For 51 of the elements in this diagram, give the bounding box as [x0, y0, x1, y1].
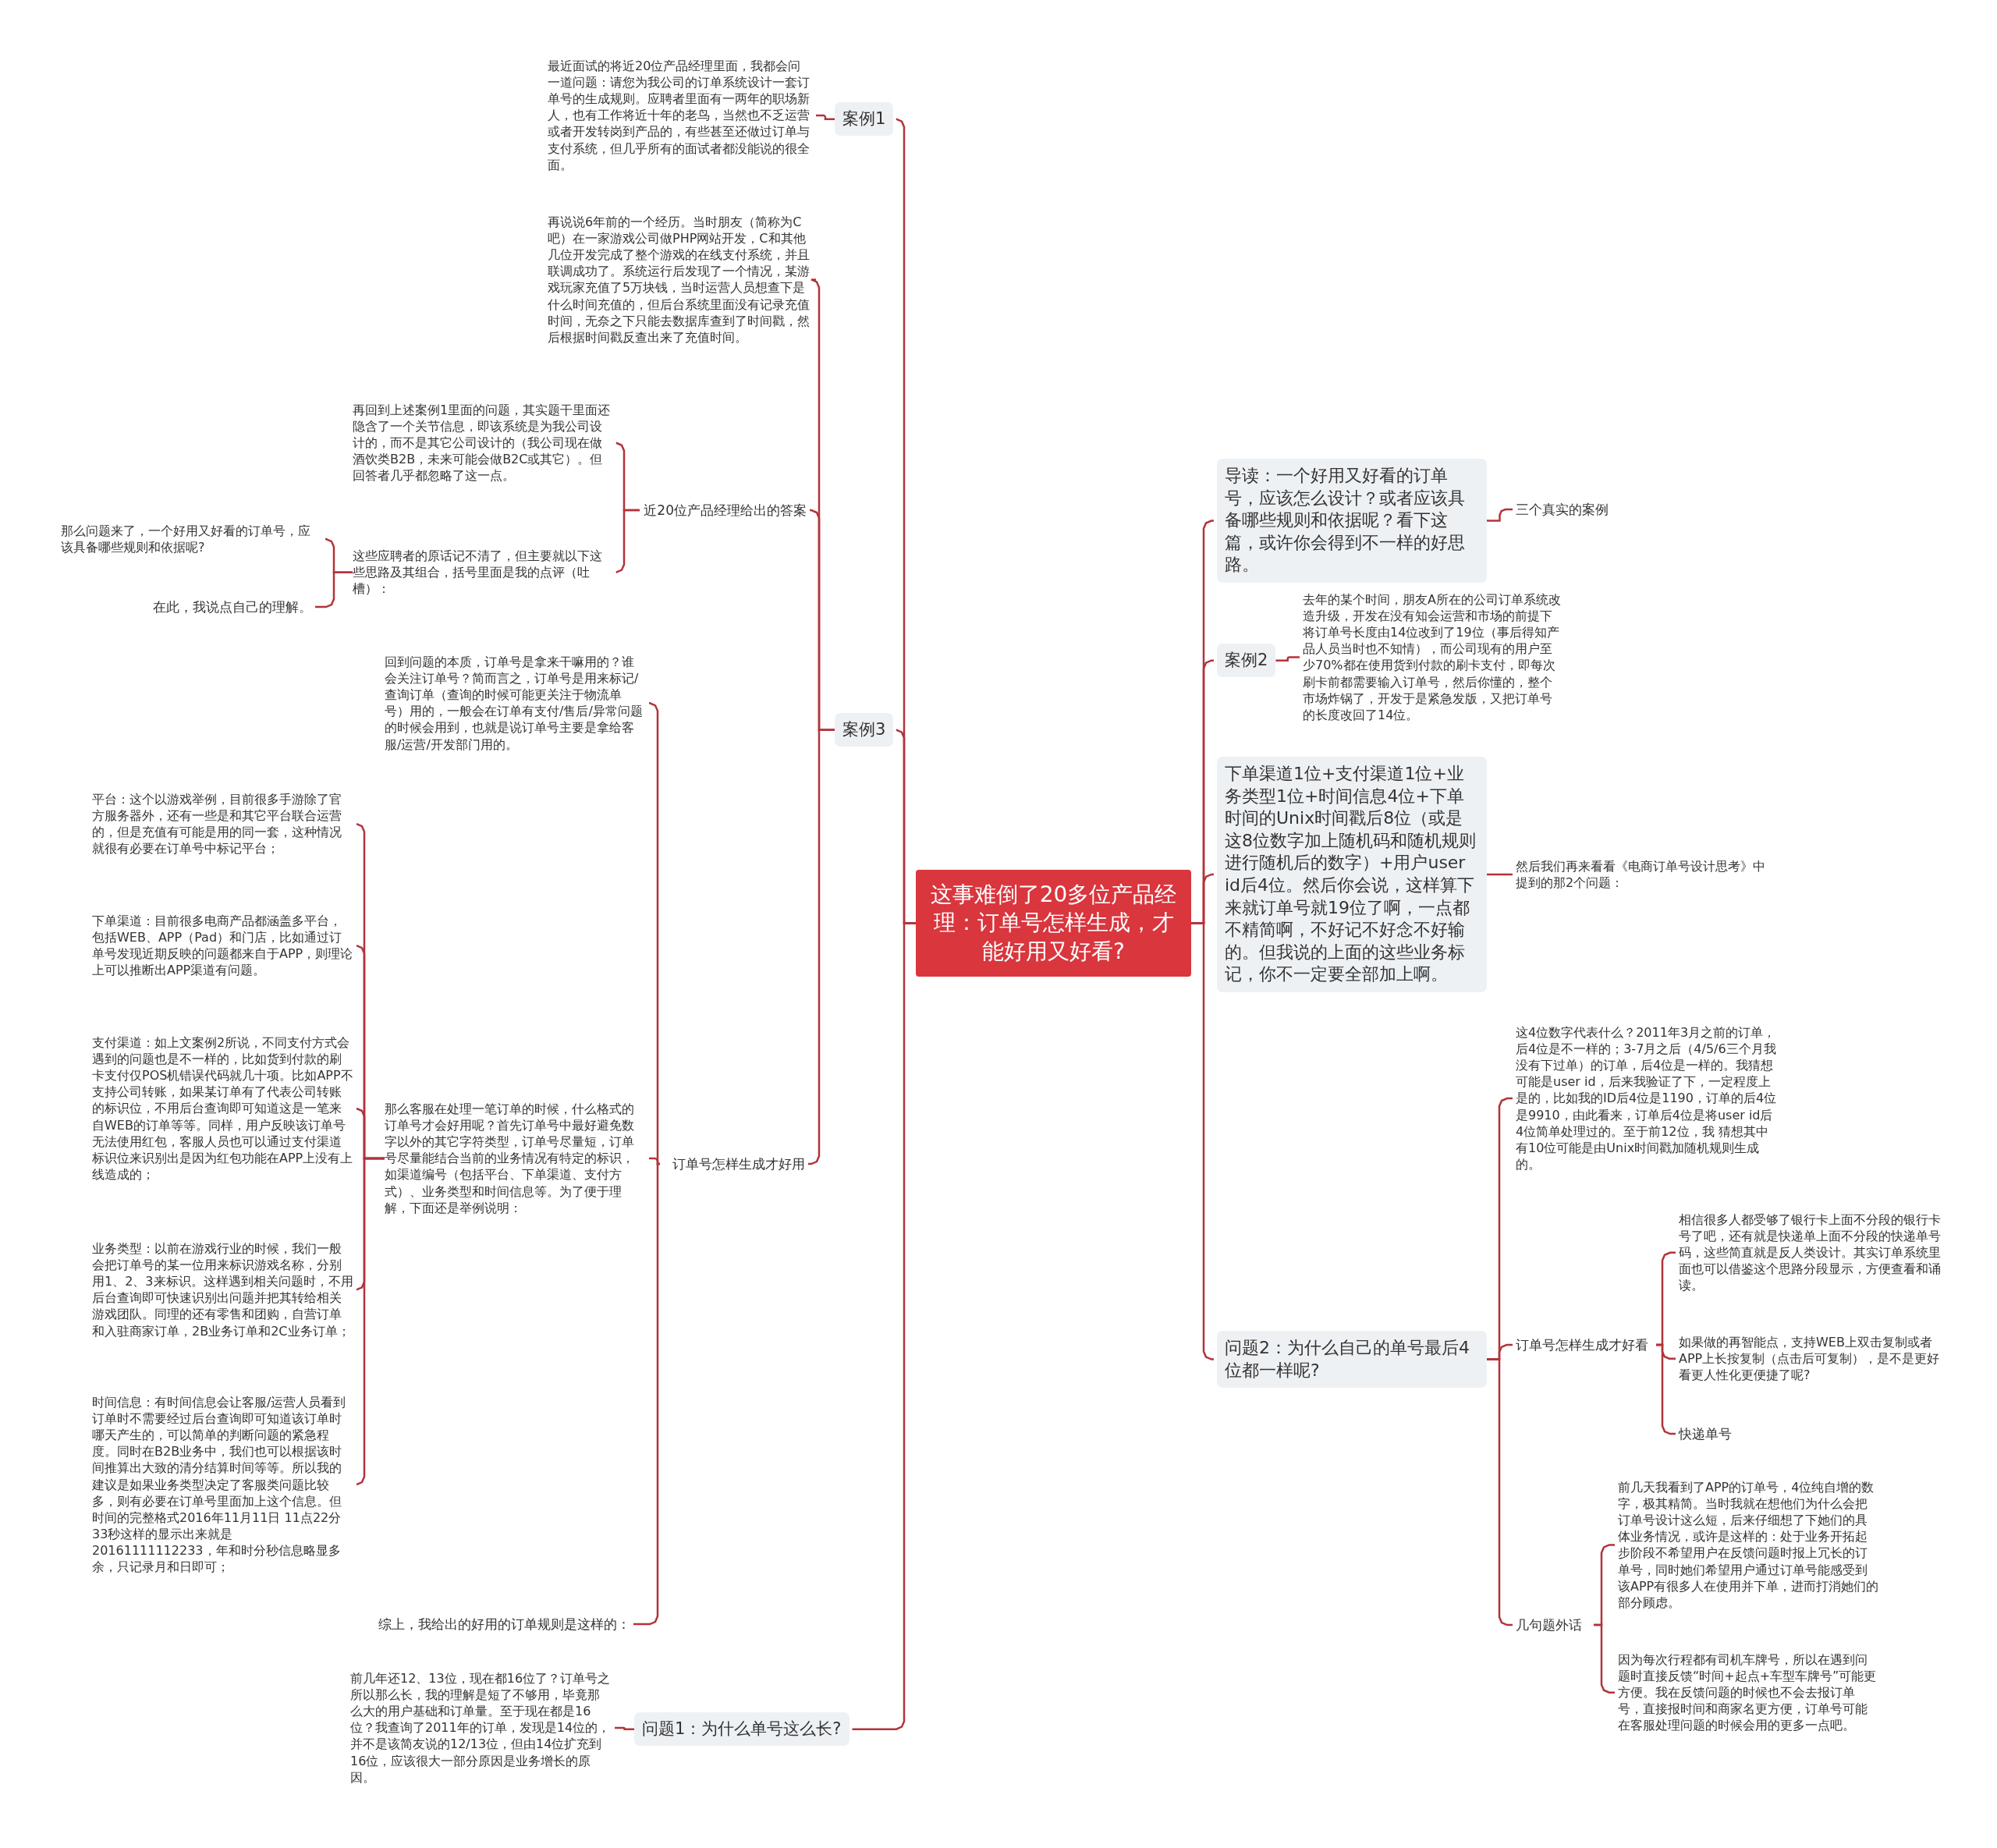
note-text: 这些应聘者的原话记不清了，但主要就以下这些思路及其组合，括号里面是我的点评（吐槽）：: [353, 548, 614, 598]
connector: [355, 1157, 385, 1486]
connector: [816, 114, 835, 120]
connector: [633, 1162, 661, 1626]
topic-box: 案例2: [1217, 644, 1276, 678]
branch-label: 快递单号: [1679, 1425, 1835, 1443]
note-text: 然后我们再来看看《电商订单号设计思考》中提到的那2个问题：: [1516, 858, 1777, 892]
note-text: 去年的某个时间，朋友A所在的公司订单系统改造升级，开发在没有知会运营和市场的前提下将订单号长度由14位改到了19位（事后得知产品人员当时也不知情），而公司现有的用户至少70%都在使用货到付款的刷卡支付，即每次刷卡前都需要输入订单号，然后你懂的，整个市场炸锅了，开发于是紧急发版，又把订单号的长度改回了14位。: [1303, 591, 1564, 723]
note-text: 再回到上述案例1里面的问题，其实题干里面还隐含了一个关节信息，即该系统是为我公司设计的，而不是其它公司设计的（我公司现在做酒饮类B2B，未来可能会做B2C或其它）。但回答者几乎都忽略了这一点。: [353, 402, 614, 484]
branch-label: 在此，我说点自己的理解。: [117, 598, 312, 616]
note-text: 前几年还12、13位，现在都16位了？订单号之所以那么长，我的理解是短了不够用，毕竟那么大的用户基础和订单量。至于现在都是16位？我查询了2011年的订单，发现是14位的，并不是该简友说的12/13位，但由14位扩充到16位，应该很大一部分原因是业务增长的原因。: [350, 1670, 612, 1786]
note-text: 那么问题来了，一个好用又好看的订单号，应该具备哪些规则和依据呢?: [61, 523, 322, 556]
note-text: 再说说6年前的一个经历。当时朋友（简称为C吧）在一家游戏公司做PHP网站开发，C和其他几位开发完成了整个游戏的在线支付系统，并且联调成功了。系统运行后发现了一个情况，某游戏玩家充值了5万块钱，当时运营人员想查下是什么时间充值的，但后台系统里面没有记录充值时间，无奈之下只能去数据库查到了时间戳，然后根据时间戳反查出来了充值时间。: [548, 214, 813, 346]
connector: [1656, 1343, 1676, 1435]
topic-box: 问题1：为什么单号这么长?: [634, 1712, 850, 1747]
branch-label: 三个真实的案例: [1516, 501, 1672, 519]
note-text: 最近面试的将近20位产品经理里面，我都会问一道问题：请您为我公司的订单系统设计一套订单号的生成规则。应聘者里面有一两年的职场新人，也有工作将近十年的老鸟，当然也不乏运营或者开发转岗到产品的，有些甚至还做过订单与支付系统，但几乎所有的面试者都没能说的很全面。: [548, 58, 813, 173]
topic-box: 下单渠道1位+支付渠道1位+业务类型1位+时间信息4位+下单时间的Unix时间戳后8位（或是这8位数字加上随机码和随机规则进行随机后的数字）+用户user id后4位。然后你会说，这样算下来就订单号就19位了啊，一点都不精简啊，不好记不好念不好输的。但我说的上面的这些业务标记，你不一定要全部加上啊。: [1217, 757, 1487, 992]
connector: [1487, 1358, 1513, 1626]
note-text: 因为每次行程都有司机车牌号，所以在遇到问题时直接反馈“时间+起点+车型车牌号”可能更方便。我在反馈问题的时候也不会去报订单号，直接报时间和商家名更方便，订单号可能在客服处理问题的时候会用的更多一点吧。: [1618, 1651, 1879, 1734]
connector: [1487, 873, 1513, 876]
connector: [649, 1157, 660, 1165]
connector: [615, 509, 640, 573]
branch-label: 几句题外话: [1516, 1616, 1594, 1634]
note-text: 这4位数字代表什么？2011年3月之前的订单，后4位是不一样的；3-7月之后（4/5/6三个月我没有下过单）的订单，后4位是一样的。我猜想可能是user id，后来我验证了下，一定程度上是的，比如我的ID后4位是1190，订单的后4位是9910，由此看来，订单后4位是将user id后4位简单处理过的。至于前12位，我 猜想其中有10位可能是由Unix时间戳加随机规则生成的。: [1516, 1024, 1777, 1172]
note-text: 前几天我看到了APP的订单号，4位纯自增的数字，极其精简。当时我就在想他们为什么会把订单号设计这么短，后来仔细想了下她们的具体业务情况，或许是这样的：处于业务开拓起步阶段不希望用户在反馈问题时报上冗长的订单号，同时她们希望用户通过订单号能感受到该APP有很多人在使用并下单，进而打消她们的部分顾虑。: [1618, 1479, 1879, 1611]
connector: [1275, 656, 1300, 662]
note-text: 回到问题的本质，订单号是拿来干嘛用的？谁会关注订单号？简而言之，订单号是用来标记/查询订单（查询的时候可能更关注于物流单号）用的，一般会在订单有支付/售后/异常问题的时候会用到，也就是说订单号主要是拿给客服/运营/开发部门用的。: [385, 654, 646, 753]
note-text: 下单渠道：目前很多电商产品都涵盖多平台，包括WEB、APP（Pad）和门店，比如通过订单号发现近期反映的问题都来自于APP，则理论上可以推断出APP渠道有问题。: [92, 913, 353, 979]
branch-label: 订单号怎样生成才好用: [660, 1155, 805, 1173]
note-text: 平台：这个以游戏举例，目前很多手游除了官方服务器外，还有一些是和其它平台联合运营的，但是充值有可能是用的同一套，这种情况就很有必要在订单号中标记平台；: [92, 791, 353, 857]
branch-label: 综上，我给出的好用的订单规则是这样的：: [367, 1616, 630, 1633]
note-text: 支付渠道：如上文案例2所说，不同支付方式会遇到的问题也是不一样的，比如货到付款的刷卡支付仅POS机错误代码就几十项。比如APP不支持公司转账，如果某订单有了代表公司转账的标识位，不用后台查询即可知道这是一笔来自WEB的订单等等。同样，用户反映该订单号无法使用红包，客服人员也可以通过支付渠道标识位来识别出是因为红包功能在APP上没有上线造成的；: [92, 1034, 353, 1183]
connector: [315, 571, 353, 608]
note-text: 如果做的再智能点，支持WEB上双击复制或者APP上长按复制（点击后可复制），是不是更好看更人性化更便捷了呢?: [1679, 1334, 1944, 1384]
topic-box: 案例1: [835, 102, 894, 137]
topic-box: 问题2：为什么自己的单号最后4位都一样呢?: [1217, 1331, 1487, 1389]
connector: [615, 1726, 634, 1730]
central-topic: 这事难倒了20多位产品经理：订单号怎样生成，才能好用又好看?: [916, 870, 1191, 977]
topic-box: 导读：一个好用又好看的订单号，应该怎么设计？或者应该具备哪些规则和依据呢？看下这篇，或许你会得到不一样的好思路。: [1217, 459, 1487, 583]
note-text: 时间信息：有时间信息会让客服/运营人员看到订单时不需要经过后台查询即可知道该订单时哪天产生的，可以简单的判断问题的紧急程度。同时在B2B业务中，我们也可以根据该时间推算出大致的清分结算时间等等。所以我的建议是如果业务类型决定了客服类问题比较多，则有必要在订单号里面加上这个信息。但时间的完整格式2016年11月11日 11点22分33秒这样的显示出来就是20161111112233，年和时分秒信息略显多余，只记录月和日即可；: [92, 1394, 353, 1576]
topic-box: 案例3: [835, 713, 894, 747]
branch-label: 订单号怎样生成才好看: [1516, 1336, 1656, 1354]
connector: [1487, 508, 1513, 522]
connector: [807, 729, 835, 1165]
connector: [1594, 1623, 1615, 1694]
note-text: 业务类型：以前在游戏行业的时候，我们一般会把订单号的某一位用来标识游戏名称，分别用1、2、3来标识。这样遇到相关问题时，不用后台查询即可快速识别出问题并把其转给相关游戏团队。同理的还有零售和团购，自营订单和入驻商家订单，2B业务订单和2C业务订单；: [92, 1240, 353, 1339]
note-text: 相信很多人都受够了银行卡上面不分段的银行卡号了吧，还有就是快递单上面不分段的快递单号码，这些简直就是反人类设计。其实订单系统里面也可以借鉴这个思路分段显示，方便查看和诵读。: [1679, 1211, 1944, 1294]
connector: [852, 922, 916, 1730]
note-text: 那么客服在处理一笔订单的时候，什么格式的订单号才会好用呢？首先订单号中最好避免数字以外的其它字符类型，订单号尽量短，订单号尽量能结合当前的业务情况有特定的标识，如渠道编号（包括平台、下单渠道、支付方式）、业务类型和时间信息等。为了便于理解，下面还是举例说明：: [385, 1101, 646, 1216]
branch-label: 近20位产品经理给出的答案: [640, 502, 807, 520]
